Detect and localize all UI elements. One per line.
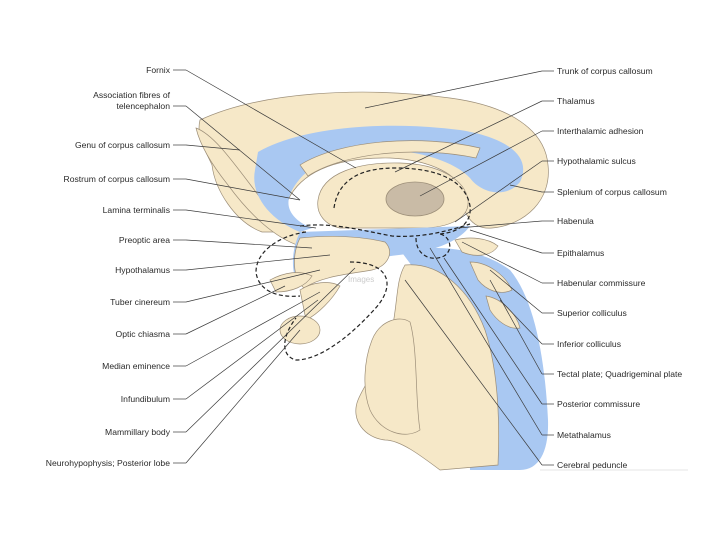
label-line: Metathalamus (557, 429, 611, 440)
label-epithalamus: Epithalamus (557, 248, 604, 259)
diencephalon-outline (333, 167, 471, 235)
label-hypothalamic-sulcus: Hypothalamic sulcus (557, 156, 636, 167)
label-interthalamic-adhesion: Interthalamic adhesion (557, 126, 643, 137)
label-habenular-commissure: Habenular commissure (557, 278, 645, 289)
leader-thalamus (394, 100, 543, 173)
label-optic-chiasma: Optic chiasma (116, 329, 170, 340)
tectal-plate-shape (454, 237, 499, 256)
leader-cerebral-peduncle (404, 279, 543, 466)
label-line: Median eminence (102, 360, 170, 371)
leader-hypothalamic-sulcus (454, 160, 543, 223)
hypothalamic-sulcus-line (299, 223, 471, 237)
epithalamus-outline (415, 233, 451, 259)
label-mammillary-body: Mammillary body (105, 427, 170, 438)
label-line: Hypothalamus (115, 264, 170, 275)
hypothalamus-outline (255, 231, 307, 297)
label-tectal-plate: Tectal plate; Quadrigeminal plate (557, 369, 682, 380)
pituitary-outline (284, 261, 388, 361)
label-line: telencephalon (116, 101, 170, 111)
leader-fornix (185, 69, 357, 169)
label-line: Infundibulum (120, 393, 170, 404)
label-posterior-commissure: Posterior commissure (557, 399, 640, 410)
label-line: Trunk of corpus callosum (557, 65, 653, 76)
label-line: Cerebral peduncle (557, 459, 628, 470)
label-line: Habenula (557, 215, 594, 226)
leader-neurohypophysis (185, 329, 301, 464)
leader-splenium (509, 184, 543, 193)
optic-chiasma-shape (269, 272, 313, 293)
label-line: Habenular commissure (557, 277, 646, 288)
leader-infundibulum (185, 299, 319, 400)
leader-genu (185, 144, 241, 151)
label-line: Rostrum of corpus callosum (63, 173, 170, 184)
label-line: Association fibres of (93, 90, 170, 100)
leader-hypothalamus (185, 254, 331, 271)
label-line: Fornix (146, 64, 170, 75)
leader-interthalamic-adhesion (419, 130, 543, 197)
label-superior-colliculus: Superior colliculus (557, 308, 627, 319)
label-cerebral-peduncle: Cerebral peduncle (557, 460, 627, 471)
leader-association-fibres (185, 105, 301, 201)
leader-lamina-terminalis (185, 209, 317, 229)
leader-posterior-commissure (443, 257, 543, 405)
label-line: Interthalamic adhesion (557, 125, 644, 136)
leader-trunk-corpus-callosum (364, 70, 543, 109)
leader-median-eminence (185, 291, 321, 367)
label-line: Inferior colliculus (557, 338, 621, 349)
label-line: Epithalamus (557, 247, 605, 258)
label-line: Optic chiasma (115, 328, 170, 339)
label-line: Preoptic area (118, 234, 170, 245)
label-median-eminence: Median eminence (102, 361, 170, 372)
leader-mammillary-body (185, 267, 356, 433)
label-line: Tectal plate; Quadrigeminal plate (557, 368, 683, 379)
leader-tectal-plate (489, 279, 543, 375)
label-line: Mammillary body (105, 426, 170, 437)
label-trunk-corpus-callosum: Trunk of corpus callosum (557, 66, 653, 77)
leader-habenula (457, 220, 543, 229)
label-lamina-terminalis: Lamina terminalis (103, 205, 170, 216)
leader-preoptic-area (185, 239, 313, 249)
leader-tuber-cinereum (185, 269, 321, 303)
label-neurohypophysis: Neurohypophysis; Posterior lobe (46, 458, 170, 469)
leader-superior-colliculus (489, 269, 543, 314)
label-hypothalamus: Hypothalamus (115, 265, 170, 276)
label-tuber-cinereum: Tuber cinereum (110, 297, 170, 308)
label-line: Genu of corpus callosum (74, 139, 170, 150)
label-habenula: Habenula (557, 216, 594, 227)
label-thalamus: Thalamus (557, 96, 595, 107)
label-infundibulum: Infundibulum (121, 394, 170, 405)
label-line: Neurohypophysis; Posterior lobe (45, 457, 170, 468)
cerebellum-shape (364, 318, 421, 435)
label-line: Lamina terminalis (102, 204, 170, 215)
label-line: Superior colliculus (557, 307, 627, 318)
interthalamic-adhesion-shape (385, 181, 445, 217)
leader-optic-chiasma (185, 285, 286, 335)
label-fornix: Fornix (146, 65, 170, 76)
leader-metathalamus (429, 247, 543, 436)
watermark: Images (348, 275, 374, 284)
leader-inferior-colliculus (499, 299, 543, 345)
label-genu: Genu of corpus callosum (75, 140, 170, 151)
label-preoptic-area: Preoptic area (119, 235, 170, 246)
label-line: Splenium of corpus callosum (557, 186, 667, 197)
label-line: Posterior commissure (557, 398, 641, 409)
leader-habenular-commissure (461, 241, 543, 284)
label-inferior-colliculus: Inferior colliculus (557, 339, 621, 350)
leader-lines (173, 69, 554, 466)
label-line: Thalamus (557, 95, 595, 106)
label-line: Tuber cinereum (110, 296, 170, 307)
leader-rostrum (185, 178, 301, 201)
label-rostrum: Rostrum of corpus callosum (63, 174, 170, 185)
label-splenium: Splenium of corpus callosum (557, 187, 667, 198)
leader-epithalamus (469, 229, 543, 254)
label-line: Hypothalamic sulcus (557, 155, 636, 166)
label-metathalamus: Metathalamus (557, 430, 611, 441)
